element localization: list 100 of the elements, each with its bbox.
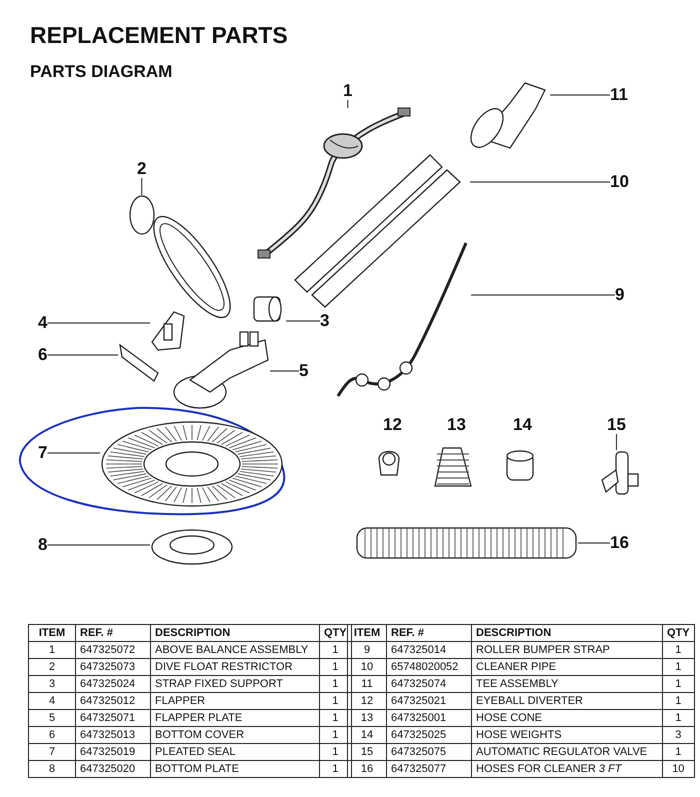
table-cell: 3 — [28, 676, 76, 692]
table-cell: 647325073 — [76, 658, 150, 676]
table-cell: BOTTOM COVER — [150, 726, 320, 744]
table-cell: 11 — [348, 676, 386, 692]
table-cell: 1 — [662, 692, 694, 710]
table-cell: 647325072 — [76, 642, 150, 658]
table-cell: 1 — [662, 676, 694, 692]
callout-number: 1 — [343, 82, 352, 100]
table-cell: 647325020 — [76, 760, 150, 778]
table-cell: 10 — [348, 658, 386, 676]
table-cell: 8 — [28, 760, 76, 778]
table-cell: 1 — [662, 658, 694, 676]
table-cell: 1 — [320, 692, 352, 710]
callout-number: 7 — [38, 444, 48, 462]
leader-line — [578, 542, 610, 544]
table-cell: 1 — [320, 760, 352, 778]
callout-number: 4 — [38, 314, 48, 332]
table-cell: 1 — [320, 710, 352, 726]
table-cell: ROLLER BUMPER STRAP — [472, 642, 662, 658]
table-cell: FLAPPER — [150, 692, 320, 710]
callout-number: 11 — [610, 86, 628, 104]
cover-drawing — [118, 343, 160, 383]
callout-number: 13 — [447, 416, 466, 434]
callout-number: 14 — [513, 416, 532, 434]
table-cell: EYEBALL DIVERTER — [472, 692, 662, 710]
table-cell: 6 — [28, 726, 76, 744]
table-cell: 10 — [662, 760, 694, 778]
page-title: REPLACEMENT PARTS — [30, 22, 288, 49]
column-header: ITEM — [348, 624, 386, 642]
table-cell: 647325012 — [76, 692, 150, 710]
table-cell: BOTTOM PLATE — [150, 760, 320, 778]
leader-line — [46, 452, 100, 454]
callout-number: 3 — [320, 312, 330, 330]
table-cell: STRAP FIXED SUPPORT — [150, 676, 320, 692]
table-cell: PLEATED SEAL — [150, 744, 320, 760]
column-header: QTY — [662, 624, 694, 642]
leader-line — [141, 178, 142, 196]
callout-number: 2 — [137, 160, 146, 178]
table-cell: 1 — [28, 642, 76, 658]
table-cell: 647325001 — [386, 710, 472, 726]
column-header: QTY — [320, 624, 352, 642]
table-cell: 1 — [320, 726, 352, 744]
column-header: DESCRIPTION — [150, 624, 320, 642]
leader-line — [347, 100, 348, 108]
leader-line — [270, 370, 300, 372]
table-cell: 1 — [320, 642, 352, 658]
table-cell: 647325019 — [76, 744, 150, 760]
table-cell: 9 — [348, 642, 386, 658]
table-cell: 13 — [348, 710, 386, 726]
callout-number: 10 — [610, 173, 629, 191]
callout-number: 5 — [299, 362, 308, 380]
callout-number: 9 — [615, 286, 624, 304]
table-cell: 4 — [28, 692, 76, 710]
table-cell: 1 — [662, 710, 694, 726]
table-cell: 1 — [662, 642, 694, 658]
table-cell: 647325071 — [76, 710, 150, 726]
table-cell: 1 — [320, 658, 352, 676]
callout-number: 12 — [383, 416, 402, 434]
bottom-plate-drawing — [150, 528, 235, 566]
table-cell: 647325025 — [386, 726, 472, 744]
table-cell: 2 — [28, 658, 76, 676]
callout-number: 8 — [38, 536, 48, 554]
table-cell: 12 — [348, 692, 386, 710]
column-header: REF. # — [76, 624, 150, 642]
table-cell: 1 — [320, 744, 352, 760]
flapper-drawing — [150, 310, 186, 352]
balance-strap-drawing — [258, 108, 413, 260]
table-cell: AUTOMATIC REGULATOR VALVE — [472, 744, 662, 760]
table-cell: HOSE WEIGHTS — [472, 726, 662, 744]
leader-line — [286, 320, 320, 322]
leader-line — [46, 322, 150, 324]
table-cell: DIVE FLOAT RESTRICTOR — [150, 658, 320, 676]
callout-number: 16 — [610, 534, 629, 552]
table-cell: 647325014 — [386, 642, 472, 658]
table-cell: 15 — [348, 744, 386, 760]
table-cell: 65748020052 — [386, 658, 472, 676]
column-header: DESCRIPTION — [472, 624, 662, 642]
callout-number: 6 — [38, 346, 48, 364]
table-cell: 647325021 — [386, 692, 472, 710]
leader-line — [470, 294, 616, 296]
table-cell: ABOVE BALANCE ASSEMBLY — [150, 642, 320, 658]
table-cell: HOSE CONE — [472, 710, 662, 726]
column-header: ITEM — [28, 624, 76, 642]
table-cell: 647325074 — [386, 676, 472, 692]
callout-number: 15 — [607, 416, 626, 434]
table-cell: 14 — [348, 726, 386, 744]
leader-line — [46, 354, 118, 356]
table-cell: 16 — [348, 760, 386, 778]
table-cell: 647325024 — [76, 676, 150, 692]
table-cell: CLEANER PIPE — [472, 658, 662, 676]
table-cell: TEE ASSEMBLY — [472, 676, 662, 692]
table-cell: 7 — [28, 744, 76, 760]
table-cell: 1 — [320, 676, 352, 692]
table-cell: 5 — [28, 710, 76, 726]
subtitle: PARTS DIAGRAM — [30, 62, 172, 82]
table-cell: 647325013 — [76, 726, 150, 744]
table-cell: HOSES FOR CLEANER 3 FT — [472, 760, 662, 778]
leader-line — [616, 434, 617, 450]
table-cell: 1 — [662, 744, 694, 760]
leader-line — [550, 94, 610, 96]
